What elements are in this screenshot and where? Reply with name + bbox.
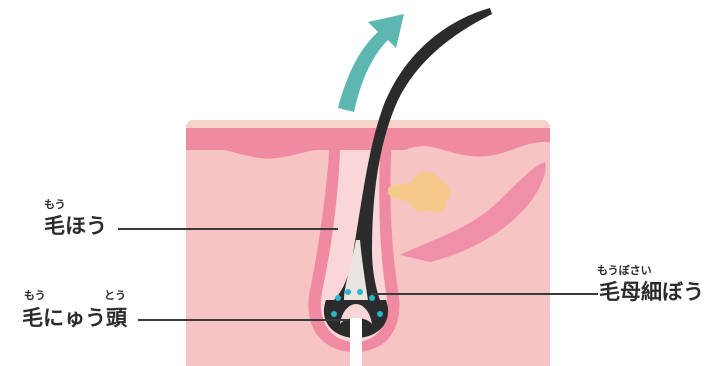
papilla-ruby-2: とう	[104, 290, 126, 301]
hair-shaft-ruby: もう	[44, 199, 66, 210]
papilla-ruby-1: もう	[24, 290, 46, 301]
matrix-ruby: もうぼさい	[597, 265, 652, 276]
hair-shaft-label: 毛ほう	[44, 216, 107, 237]
papilla-label: 毛にゅう頭	[22, 308, 127, 329]
papilla-stalk	[350, 318, 362, 366]
matrix-label: 毛母細ぼう	[599, 282, 704, 303]
